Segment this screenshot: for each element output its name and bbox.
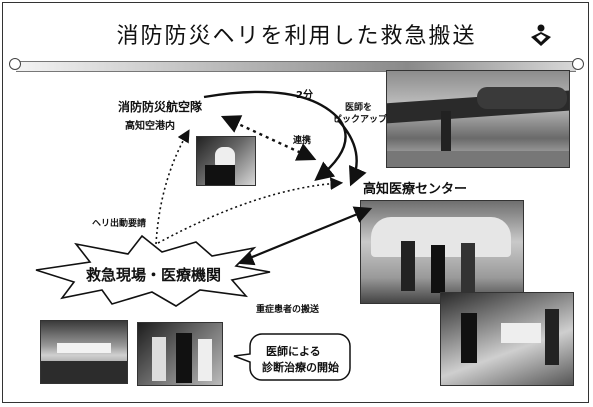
slide-frame	[2, 2, 589, 403]
title-rule	[16, 61, 576, 72]
photo-doctor-boarding-helicopter	[386, 70, 570, 168]
heli-request-arrow	[155, 129, 190, 245]
rule-left-dot	[9, 58, 21, 70]
airport-label: 高知空港内	[125, 121, 175, 132]
patient-transport-arrow	[235, 206, 373, 266]
medical-center-label: 高知医療センター	[363, 182, 468, 197]
slide-title: 消防防災ヘリを利用した救急搬送	[116, 24, 477, 49]
emergency-scene-burst	[35, 234, 271, 307]
emergency-scene-label: 救急現場・医療機関	[86, 266, 222, 284]
cooperation-arrow	[220, 115, 317, 161]
air-unit-label: 消防防災航空隊	[118, 100, 203, 114]
fire-emblem-icon	[531, 24, 551, 46]
heli-request-label: ヘリ出動要請	[92, 219, 147, 229]
pickup-doctor-label-line2: ピックアップ	[333, 115, 388, 125]
rule-right-dot	[572, 58, 584, 70]
callout-line2: 診断治療の開始	[262, 361, 339, 374]
to-center-arrow	[337, 119, 367, 187]
callout-line1: 医師による	[266, 345, 321, 358]
pickup-route-arrow	[203, 90, 347, 181]
severe-transport-label: 重症患者の搬送	[256, 305, 320, 315]
pickup-doctor-label-line1: 医師を	[345, 103, 373, 113]
cooperation-label: 連携	[293, 136, 312, 146]
photo-treatment-scene	[440, 292, 574, 386]
two-minutes-label: 2分	[296, 90, 313, 101]
request-to-center-arrow	[157, 177, 344, 244]
photo-medical-staff	[137, 322, 223, 386]
photo-patient-transfer	[360, 200, 524, 304]
doctor-callout-bubble	[233, 333, 351, 381]
photo-helicopter-landing	[40, 320, 128, 384]
